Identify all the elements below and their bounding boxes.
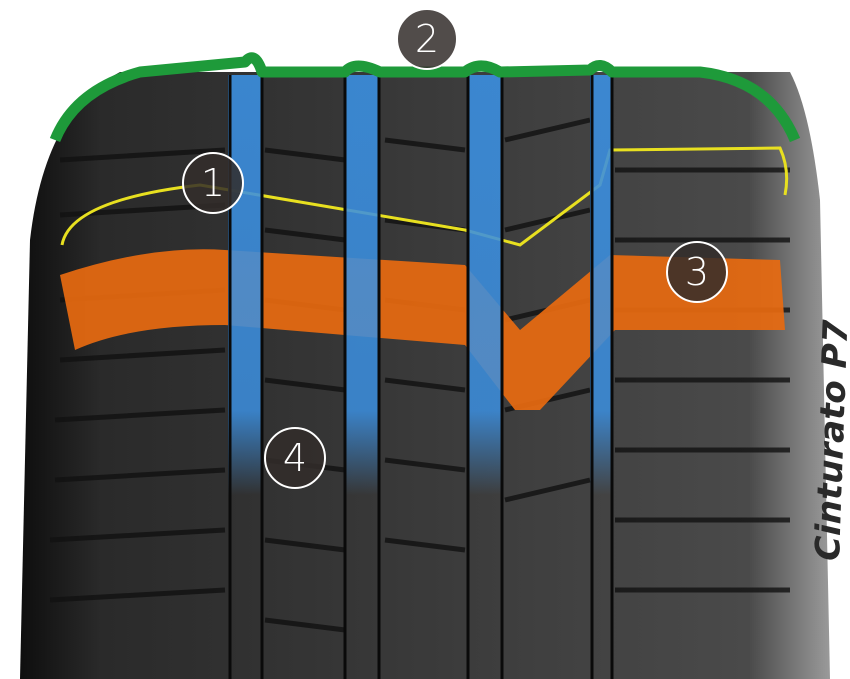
callout-4: 4 bbox=[264, 427, 326, 489]
green-profile-outline bbox=[49, 52, 801, 143]
callout-1: 1 bbox=[182, 152, 244, 214]
callout-3: 3 bbox=[666, 241, 728, 303]
circumferential-grooves bbox=[228, 75, 614, 679]
callout-2: 2 bbox=[396, 8, 458, 70]
tire-body bbox=[20, 72, 830, 679]
sidewall-brand-text: Cinturato P7 bbox=[808, 319, 850, 562]
